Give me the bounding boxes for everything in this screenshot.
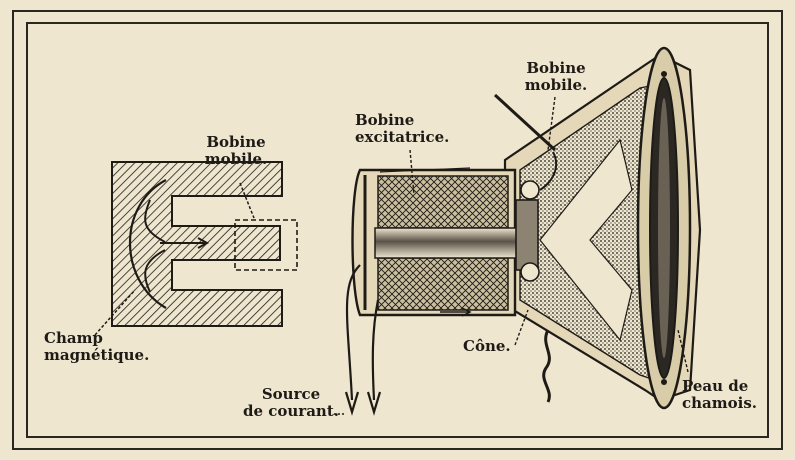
label-cone: Cône. xyxy=(463,337,511,355)
outer-border xyxy=(12,10,783,450)
magnet-section xyxy=(94,161,298,336)
label-bobine-excitatrice: Bobine excitatrice. xyxy=(355,111,450,146)
loudspeaker xyxy=(334,46,702,416)
label-champ-magnetique: Champ magnétique. xyxy=(44,329,150,364)
label-source-de-courant: Source de courant. xyxy=(243,385,339,420)
inner-border xyxy=(26,22,769,438)
label-bobine-mobile-left: Bobine mobile. xyxy=(204,133,268,168)
label-peau-de-chamois: Peau de chamois. xyxy=(682,377,757,412)
label-bobine-mobile-right: Bobine mobile. xyxy=(524,59,588,94)
